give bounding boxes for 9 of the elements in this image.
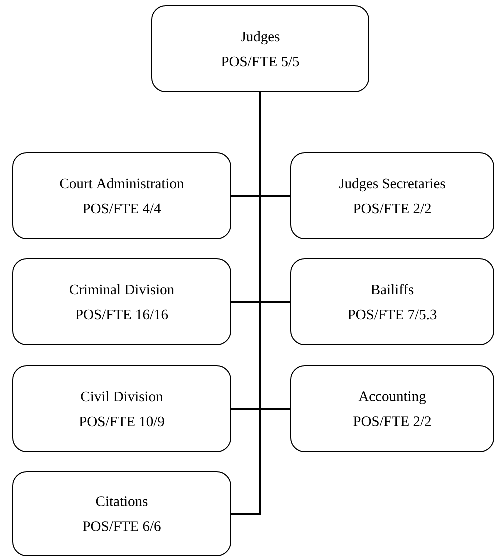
org-box: Bailiffs POS/FTE 7/5.3 (290, 258, 494, 346)
org-box: Accounting POS/FTE 2/2 (290, 366, 494, 452)
connector-line (232, 92, 262, 515)
org-box: Judges Secretaries POS/FTE 2/2 (290, 152, 494, 240)
org-box: Court Administration POS/FTE 4/4 (12, 152, 232, 240)
org-box: Civil Division POS/FTE 10/9 (12, 366, 232, 452)
org-box: Criminal Division POS/FTE 16/16 (12, 258, 232, 346)
org-box: Citations POS/FTE 6/6 (12, 472, 232, 556)
org-box: Judges POS/FTE 5/5 (152, 6, 370, 92)
